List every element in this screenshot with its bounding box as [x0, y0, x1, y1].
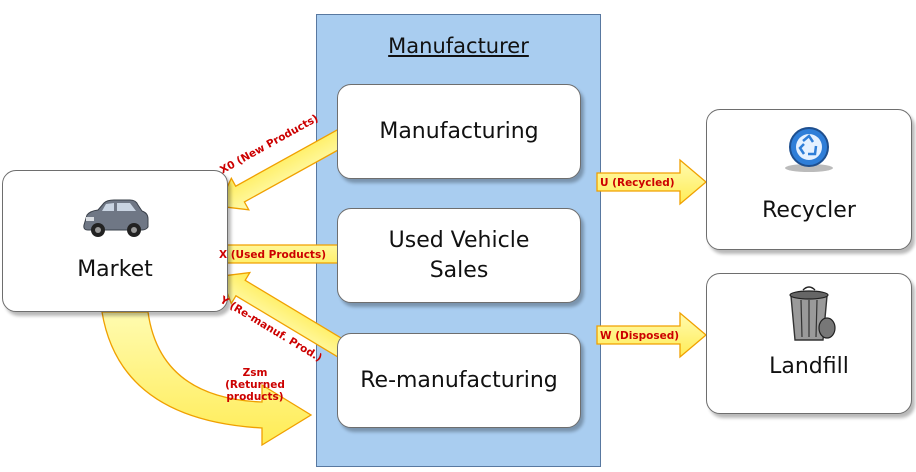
- disposed-label: W (Disposed): [600, 330, 680, 342]
- used-products-label: X (Used Products): [219, 249, 326, 261]
- returned-products-label-line3: products): [226, 391, 284, 403]
- landfill-box: Landfill: [706, 273, 912, 414]
- recycled-label: U (Recycled): [600, 177, 675, 189]
- recycle-icon: [785, 127, 833, 172]
- returned-products-label-line1: Zsm: [242, 367, 268, 379]
- used-vehicle-sales-label-line1: Used Vehicle: [388, 227, 530, 253]
- manufacturing-label: Manufacturing: [379, 118, 539, 144]
- disposed-arrow: [596, 311, 708, 359]
- market-label: Market: [77, 257, 153, 282]
- car-icon: [83, 199, 149, 237]
- manufacturer-title: Manufacturer: [388, 34, 529, 58]
- recycler-box: Recycler: [706, 109, 912, 250]
- returned-products-label-line2: (Returned: [225, 379, 285, 391]
- returned-products-arrow: [101, 311, 313, 447]
- used-vehicle-sales-box: Used Vehicle Sales: [337, 208, 581, 303]
- remanufacturing-box: Re-manufacturing: [337, 333, 581, 428]
- returned-products-label: Zsm (Returned products): [210, 367, 300, 403]
- recycled-arrow: [596, 158, 708, 206]
- recycler-label: Recycler: [762, 198, 856, 223]
- remanufacturing-label: Re-manufacturing: [360, 367, 558, 393]
- market-box: Market: [2, 170, 228, 312]
- remanufactured-products-arrow: [219, 271, 358, 364]
- trash-can-icon: [789, 286, 836, 341]
- manufacturing-box: Manufacturing: [337, 84, 581, 179]
- landfill-label: Landfill: [769, 354, 849, 379]
- used-vehicle-sales-label-line2: Sales: [429, 257, 489, 283]
